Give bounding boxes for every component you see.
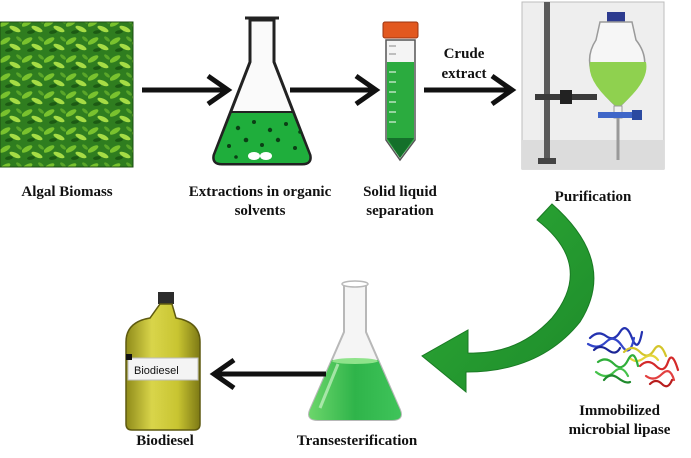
label-transesterification: Transesterification bbox=[296, 433, 418, 449]
enzyme-protein-icon bbox=[586, 327, 680, 388]
label-biodiesel: Biodiesel bbox=[136, 433, 194, 449]
conical-flask-icon bbox=[308, 280, 402, 421]
label-lipase: Immobilized microbial lipase bbox=[548, 402, 691, 440]
label-separation-line1: Solid liquid bbox=[363, 184, 437, 200]
label-purification: Purification bbox=[554, 189, 632, 205]
label-extraction: Extractions in organic solvents bbox=[170, 183, 350, 221]
label-algal-biomass: Algal Biomass bbox=[21, 184, 113, 200]
arrow-biomass-to-extraction bbox=[142, 73, 233, 107]
label-separation-line2: separation bbox=[366, 203, 434, 219]
label-lipase-line1: Immobilized bbox=[579, 403, 660, 419]
erlenmeyer-flask-icon bbox=[212, 16, 312, 166]
label-crude-line2: extract bbox=[441, 66, 487, 82]
label-extraction-line2: solvents bbox=[234, 203, 286, 219]
arrow-extraction-to-separation bbox=[290, 73, 381, 107]
algae-photo bbox=[0, 21, 134, 168]
label-crude-extract: Crude extract bbox=[428, 44, 500, 84]
arrow-to-biodiesel bbox=[209, 357, 326, 391]
label-separation: Solid liquid separation bbox=[350, 183, 450, 221]
label-lipase-line2: microbial lipase bbox=[568, 422, 671, 438]
bottle-label-text: Biodiesel bbox=[134, 365, 179, 377]
biodiesel-bottle-icon: Biodiesel bbox=[125, 292, 201, 431]
label-extraction-line1: Extractions in organic bbox=[188, 184, 332, 200]
green-curved-arrow bbox=[421, 203, 595, 394]
centrifuge-tube-icon bbox=[382, 21, 419, 162]
arrow-separation-to-purification bbox=[424, 73, 517, 107]
separatory-funnel-icon bbox=[521, 1, 665, 170]
label-crude-line1: Crude bbox=[443, 46, 485, 62]
